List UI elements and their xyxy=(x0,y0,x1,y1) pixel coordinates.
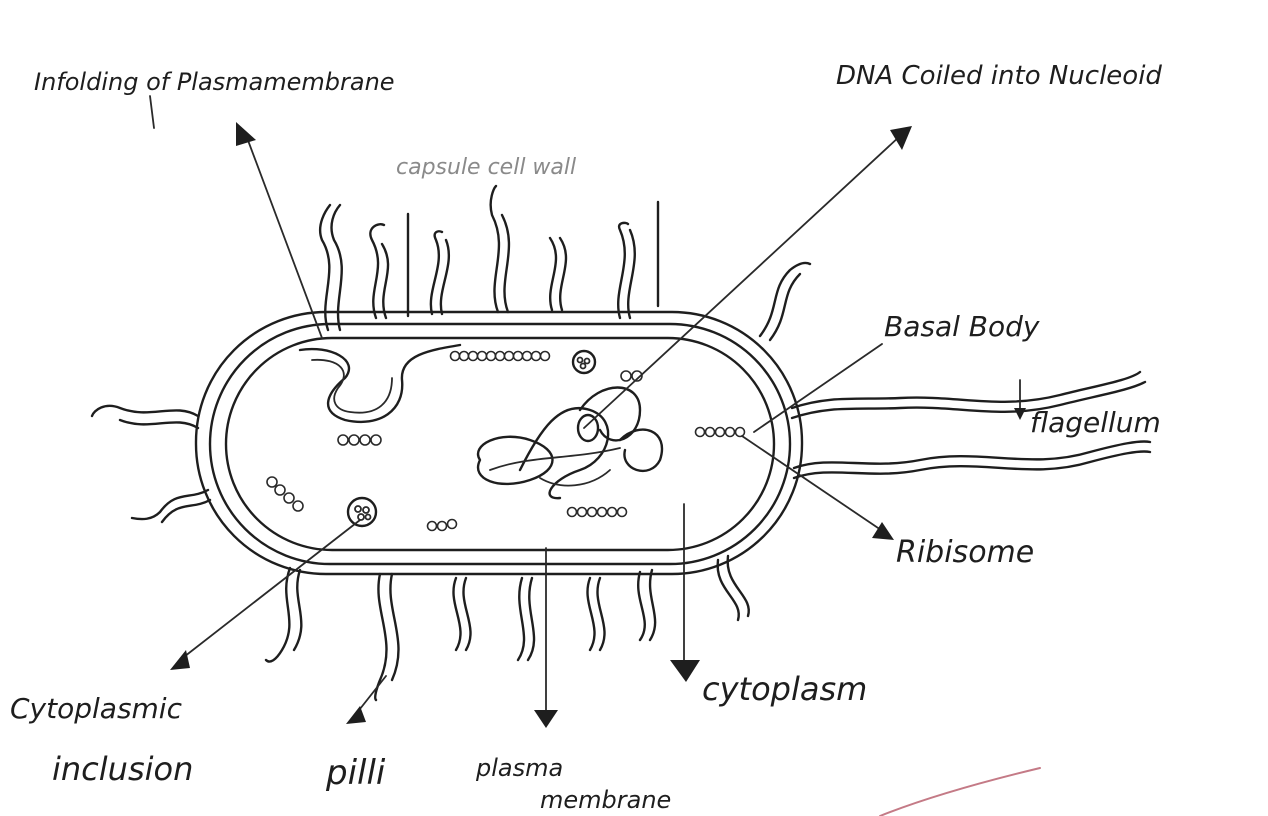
mesosome-infolding-inner xyxy=(312,360,392,413)
pointer-cytoplasm xyxy=(670,504,700,682)
mesosome-infolding xyxy=(300,345,460,422)
ribosome-cluster-left xyxy=(338,435,381,445)
plasma-membrane-outline xyxy=(226,338,774,550)
pili-top xyxy=(320,186,658,330)
label-dna: DNA Coiled into Nucleoid xyxy=(836,61,1162,91)
pointer-dna xyxy=(584,126,912,428)
label-cytoplasm: cytoplasm xyxy=(702,670,867,708)
flagella-left xyxy=(92,406,210,522)
flagella-right xyxy=(760,263,1150,478)
ribosome-cluster-top xyxy=(451,352,550,361)
ribosome-cluster-right xyxy=(696,428,745,437)
label-pilli: pilli xyxy=(325,753,386,793)
label-capsule: capsule cell wall xyxy=(396,155,576,180)
cytoplasmic-inclusion-small xyxy=(573,351,595,373)
pointer-cytoplasmic-inclusion xyxy=(170,520,360,670)
pointer-infolding xyxy=(236,122,322,338)
pili-bottom xyxy=(266,556,749,700)
label-cytoplasmic-inclusion-1: Cytoplasmic xyxy=(10,692,183,725)
label-cytoplasmic-inclusion-2: inclusion xyxy=(52,750,193,788)
ribosome-cluster-lower-left xyxy=(267,477,303,511)
nucleoid-dna xyxy=(478,388,662,499)
label-plasma-membrane-2: membrane xyxy=(540,786,671,814)
ribosome-cluster-bottom xyxy=(428,520,457,531)
cytoplasmic-inclusion xyxy=(348,498,376,526)
label-ribosome: Ribisome xyxy=(896,535,1034,570)
pen-mark xyxy=(880,768,1040,816)
ribosome-pair-top-right xyxy=(621,371,642,381)
ribosome-cluster-bottom-right xyxy=(568,508,627,517)
label-plasma-membrane-1: plasma xyxy=(475,754,563,782)
tick-mark xyxy=(150,96,154,128)
label-basal-body: Basal Body xyxy=(884,310,1040,343)
pointer-basal-body xyxy=(754,344,882,432)
label-infolding: Infolding of Plasmamembrane xyxy=(34,68,395,96)
pointer-pilli xyxy=(346,676,386,724)
label-flagellum: flagellum xyxy=(1030,406,1161,439)
